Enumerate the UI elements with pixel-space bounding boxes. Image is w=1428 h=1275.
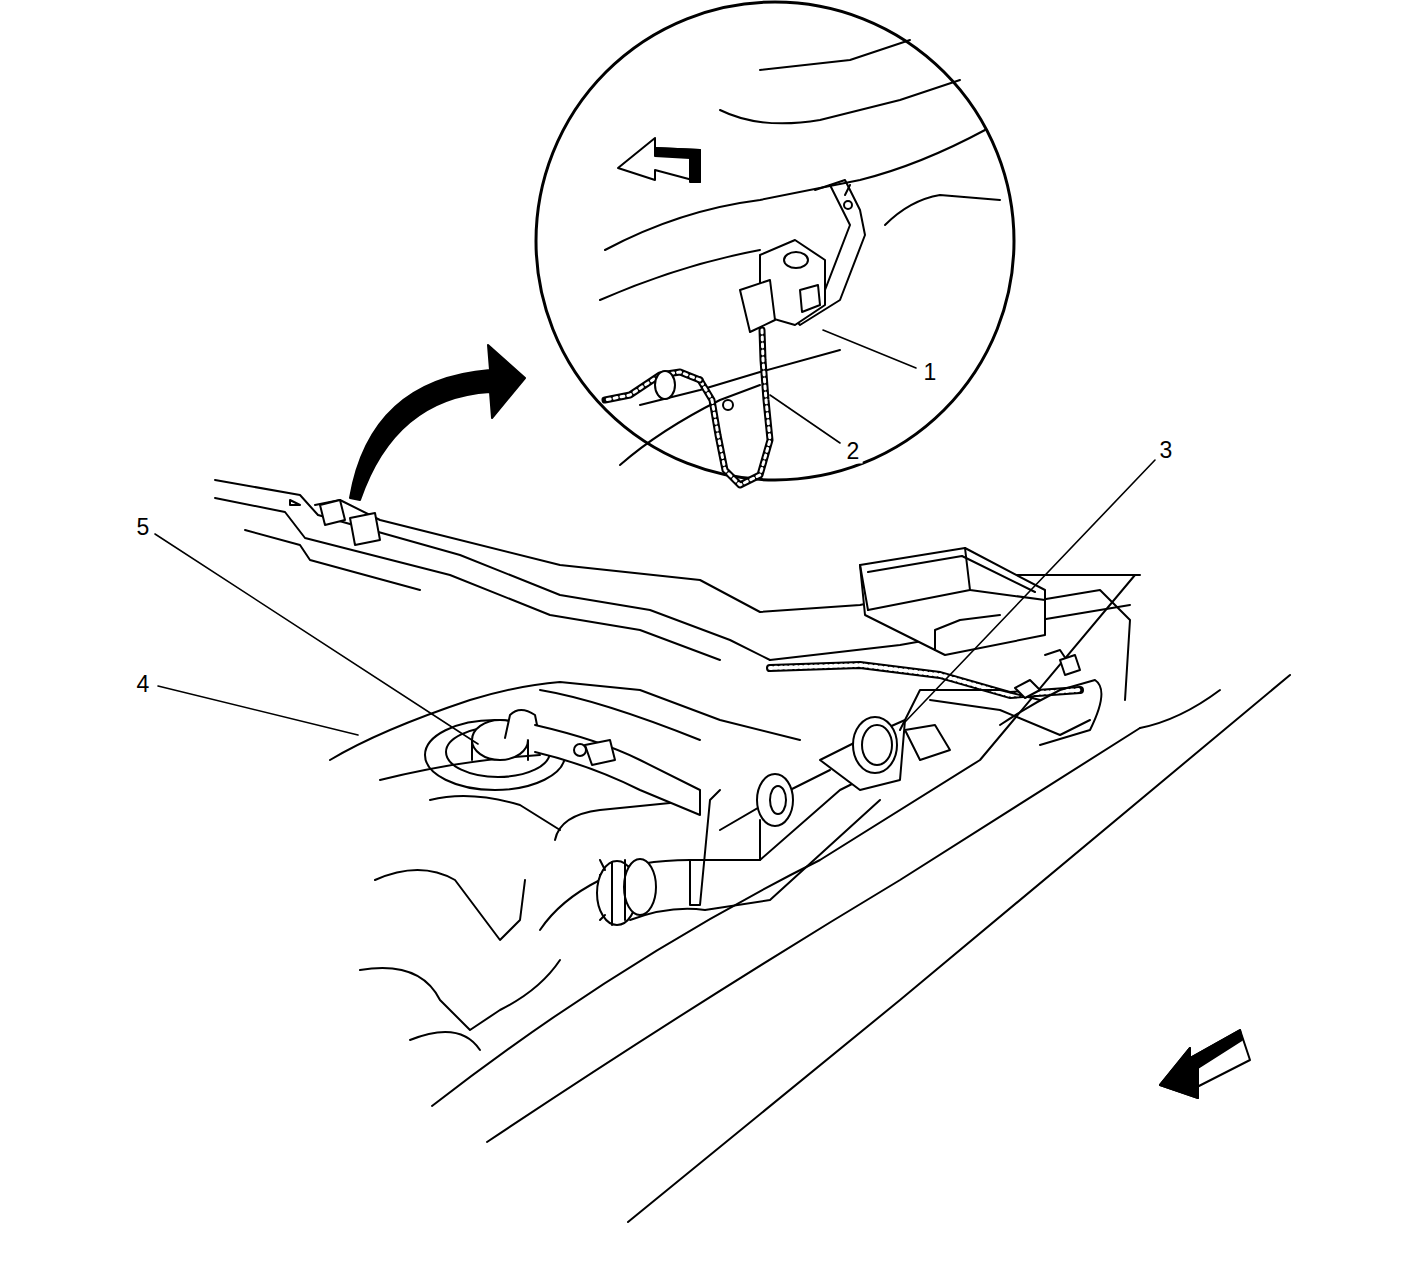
- direction-arrow: [1160, 1030, 1250, 1098]
- direction-arrow-shade: [1160, 1030, 1242, 1098]
- callout-number: 4: [134, 672, 153, 697]
- filler-pipe: [597, 717, 950, 925]
- fuel-pump-module: [425, 710, 700, 815]
- leader-lines: [155, 330, 1155, 744]
- leader-line: [905, 460, 1155, 722]
- callout-number: 1: [921, 360, 940, 385]
- leader-line: [158, 686, 358, 735]
- vehicle-structure: [215, 480, 1290, 1222]
- detail-circle: [536, 2, 1014, 480]
- leader-line: [155, 534, 478, 744]
- evap-canister: [770, 548, 1101, 745]
- leader-line: [823, 330, 916, 368]
- detail-arrow: [350, 345, 525, 500]
- detail-view: [600, 40, 1000, 485]
- callout-number: 3: [1157, 438, 1176, 463]
- fuel-tank: [330, 682, 800, 1050]
- callout-number: 5: [134, 515, 153, 540]
- leader-line: [770, 395, 840, 443]
- callout-number: 2: [844, 439, 863, 464]
